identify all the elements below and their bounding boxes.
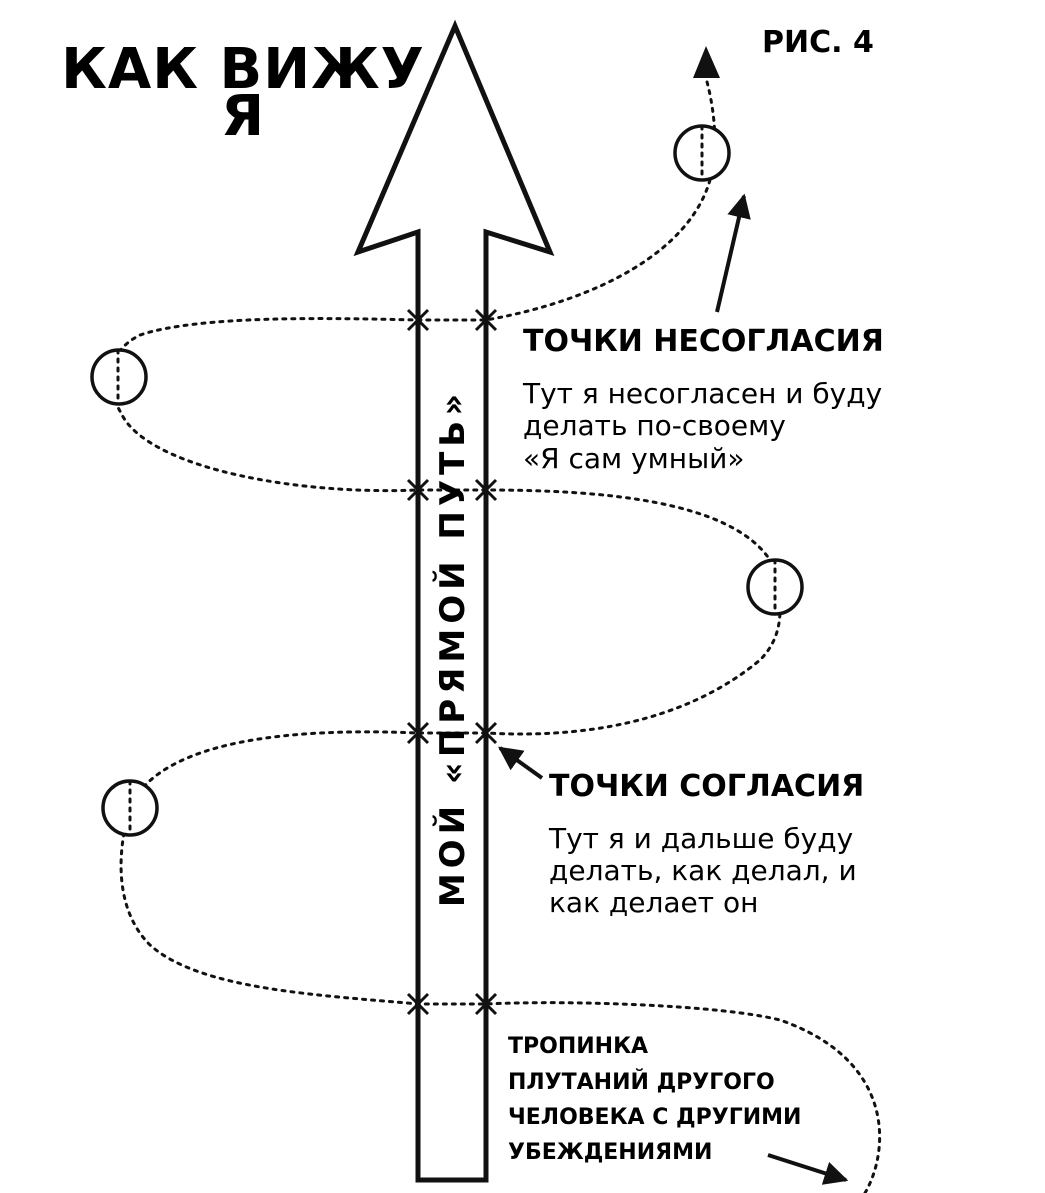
cross-mark xyxy=(406,478,430,502)
disagreement-line-1: Тут я несогласен и буду xyxy=(522,377,882,410)
cross-mark xyxy=(474,992,498,1016)
other-path-line-1: ТРОПИНКА xyxy=(508,1034,648,1059)
cross-marks xyxy=(406,308,498,1016)
cross-mark xyxy=(474,308,498,332)
other-path-line-2: ПЛУТАНИЙ ДРУГОГО xyxy=(508,1069,775,1095)
other-person-winding-path xyxy=(109,76,882,1193)
cross-mark xyxy=(406,721,430,745)
dotted-path-end-arrowhead xyxy=(693,46,720,78)
other-path-line-4: УБЕЖДЕНИЯМИ xyxy=(508,1140,712,1165)
cross-mark xyxy=(406,308,430,332)
disagreement-heading: ТОЧКИ НЕСОГЛАСИЯ xyxy=(523,324,884,359)
figure-label: РИС. 4 xyxy=(762,25,874,60)
other-path-pointer-arrow xyxy=(767,1153,849,1185)
cross-mark xyxy=(474,478,498,502)
disagreement-pointer-arrow xyxy=(715,193,751,313)
title-line-2: Я xyxy=(221,84,265,149)
cross-mark xyxy=(406,992,430,1016)
agreement-line-2: делать, как делал, и xyxy=(549,854,857,887)
agreement-line-3: как делает он xyxy=(549,886,758,919)
agreement-pointer-arrow xyxy=(498,746,544,780)
straight-path-arrow xyxy=(353,19,555,1183)
title-line-1: КАК ВИЖУ xyxy=(61,37,425,102)
agreement-line-1: Тут я и дальше буду xyxy=(548,822,853,855)
disagreement-line-3: «Я сам умный» xyxy=(523,442,745,475)
disagreement-line-2: делать по-своему xyxy=(523,409,786,442)
agreement-heading: ТОЧКИ СОГЛАСИЯ xyxy=(549,769,864,804)
other-path-line-3: ЧЕЛОВЕКА С ДРУГИМИ xyxy=(508,1105,801,1130)
arrow-label: МОЙ «ПРЯМОЙ ПУТЬ» xyxy=(432,389,473,907)
cross-mark xyxy=(474,721,498,745)
